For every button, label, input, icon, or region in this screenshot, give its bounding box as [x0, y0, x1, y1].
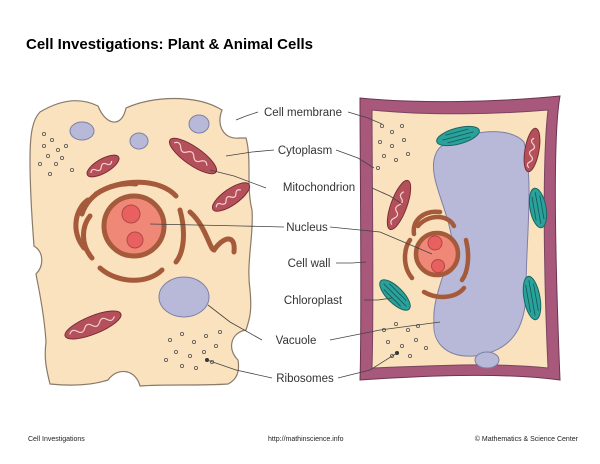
label-ribosomes: Ribosomes	[276, 373, 334, 385]
animal-mitochondrion	[168, 137, 218, 175]
animal-vacuole	[158, 276, 210, 318]
plant-chloroplast	[522, 275, 542, 321]
label-chloroplast: Chloroplast	[284, 295, 343, 307]
animal-small-vacuole	[188, 114, 210, 134]
label-vacuole: Vacuole	[276, 335, 317, 347]
plant-mitochondrion	[386, 179, 412, 231]
plant-mitochondrion	[523, 127, 541, 173]
plant-cell	[359, 95, 561, 381]
footer-right: © Mathematics & Science Center	[475, 436, 578, 443]
animal-small-vacuole	[129, 132, 149, 150]
plant-chloroplast	[436, 125, 480, 147]
plant-chloroplast	[379, 279, 411, 311]
label-cytoplasm: Cytoplasm	[278, 145, 332, 157]
animal-endoplasmic-reticulum	[73, 179, 237, 283]
animal-cell	[29, 97, 253, 387]
plant-chloroplast	[528, 187, 548, 229]
footer-url[interactable]: http://mathinscience.info	[268, 436, 344, 443]
leader-lines	[149, 111, 441, 379]
label-cell-wall: Cell wall	[288, 258, 331, 270]
label-cell-membrane: Cell membrane	[264, 107, 342, 119]
page-title: Cell Investigations: Plant & Animal Cell…	[26, 36, 314, 53]
plant-ribosomes	[375, 124, 428, 358]
animal-nucleus	[101, 193, 167, 259]
copyright-icon: ©	[474, 436, 480, 443]
label-mitochondrion: Mitochondrion	[283, 182, 355, 194]
label-nucleus: Nucleus	[286, 222, 328, 234]
footer-left: Cell Investigations	[28, 436, 85, 443]
animal-mitochondrion	[64, 310, 122, 340]
animal-ribosomes	[38, 131, 222, 370]
animal-mitochondrion	[211, 182, 251, 212]
plant-endoplasmic-reticulum	[402, 209, 471, 300]
animal-mitochondrion	[86, 154, 120, 178]
animal-small-vacuole	[69, 121, 95, 141]
footer-organization: Mathematics & Science Center	[481, 436, 578, 443]
plant-small-vacuole	[474, 351, 500, 369]
plant-nucleus	[413, 230, 461, 278]
